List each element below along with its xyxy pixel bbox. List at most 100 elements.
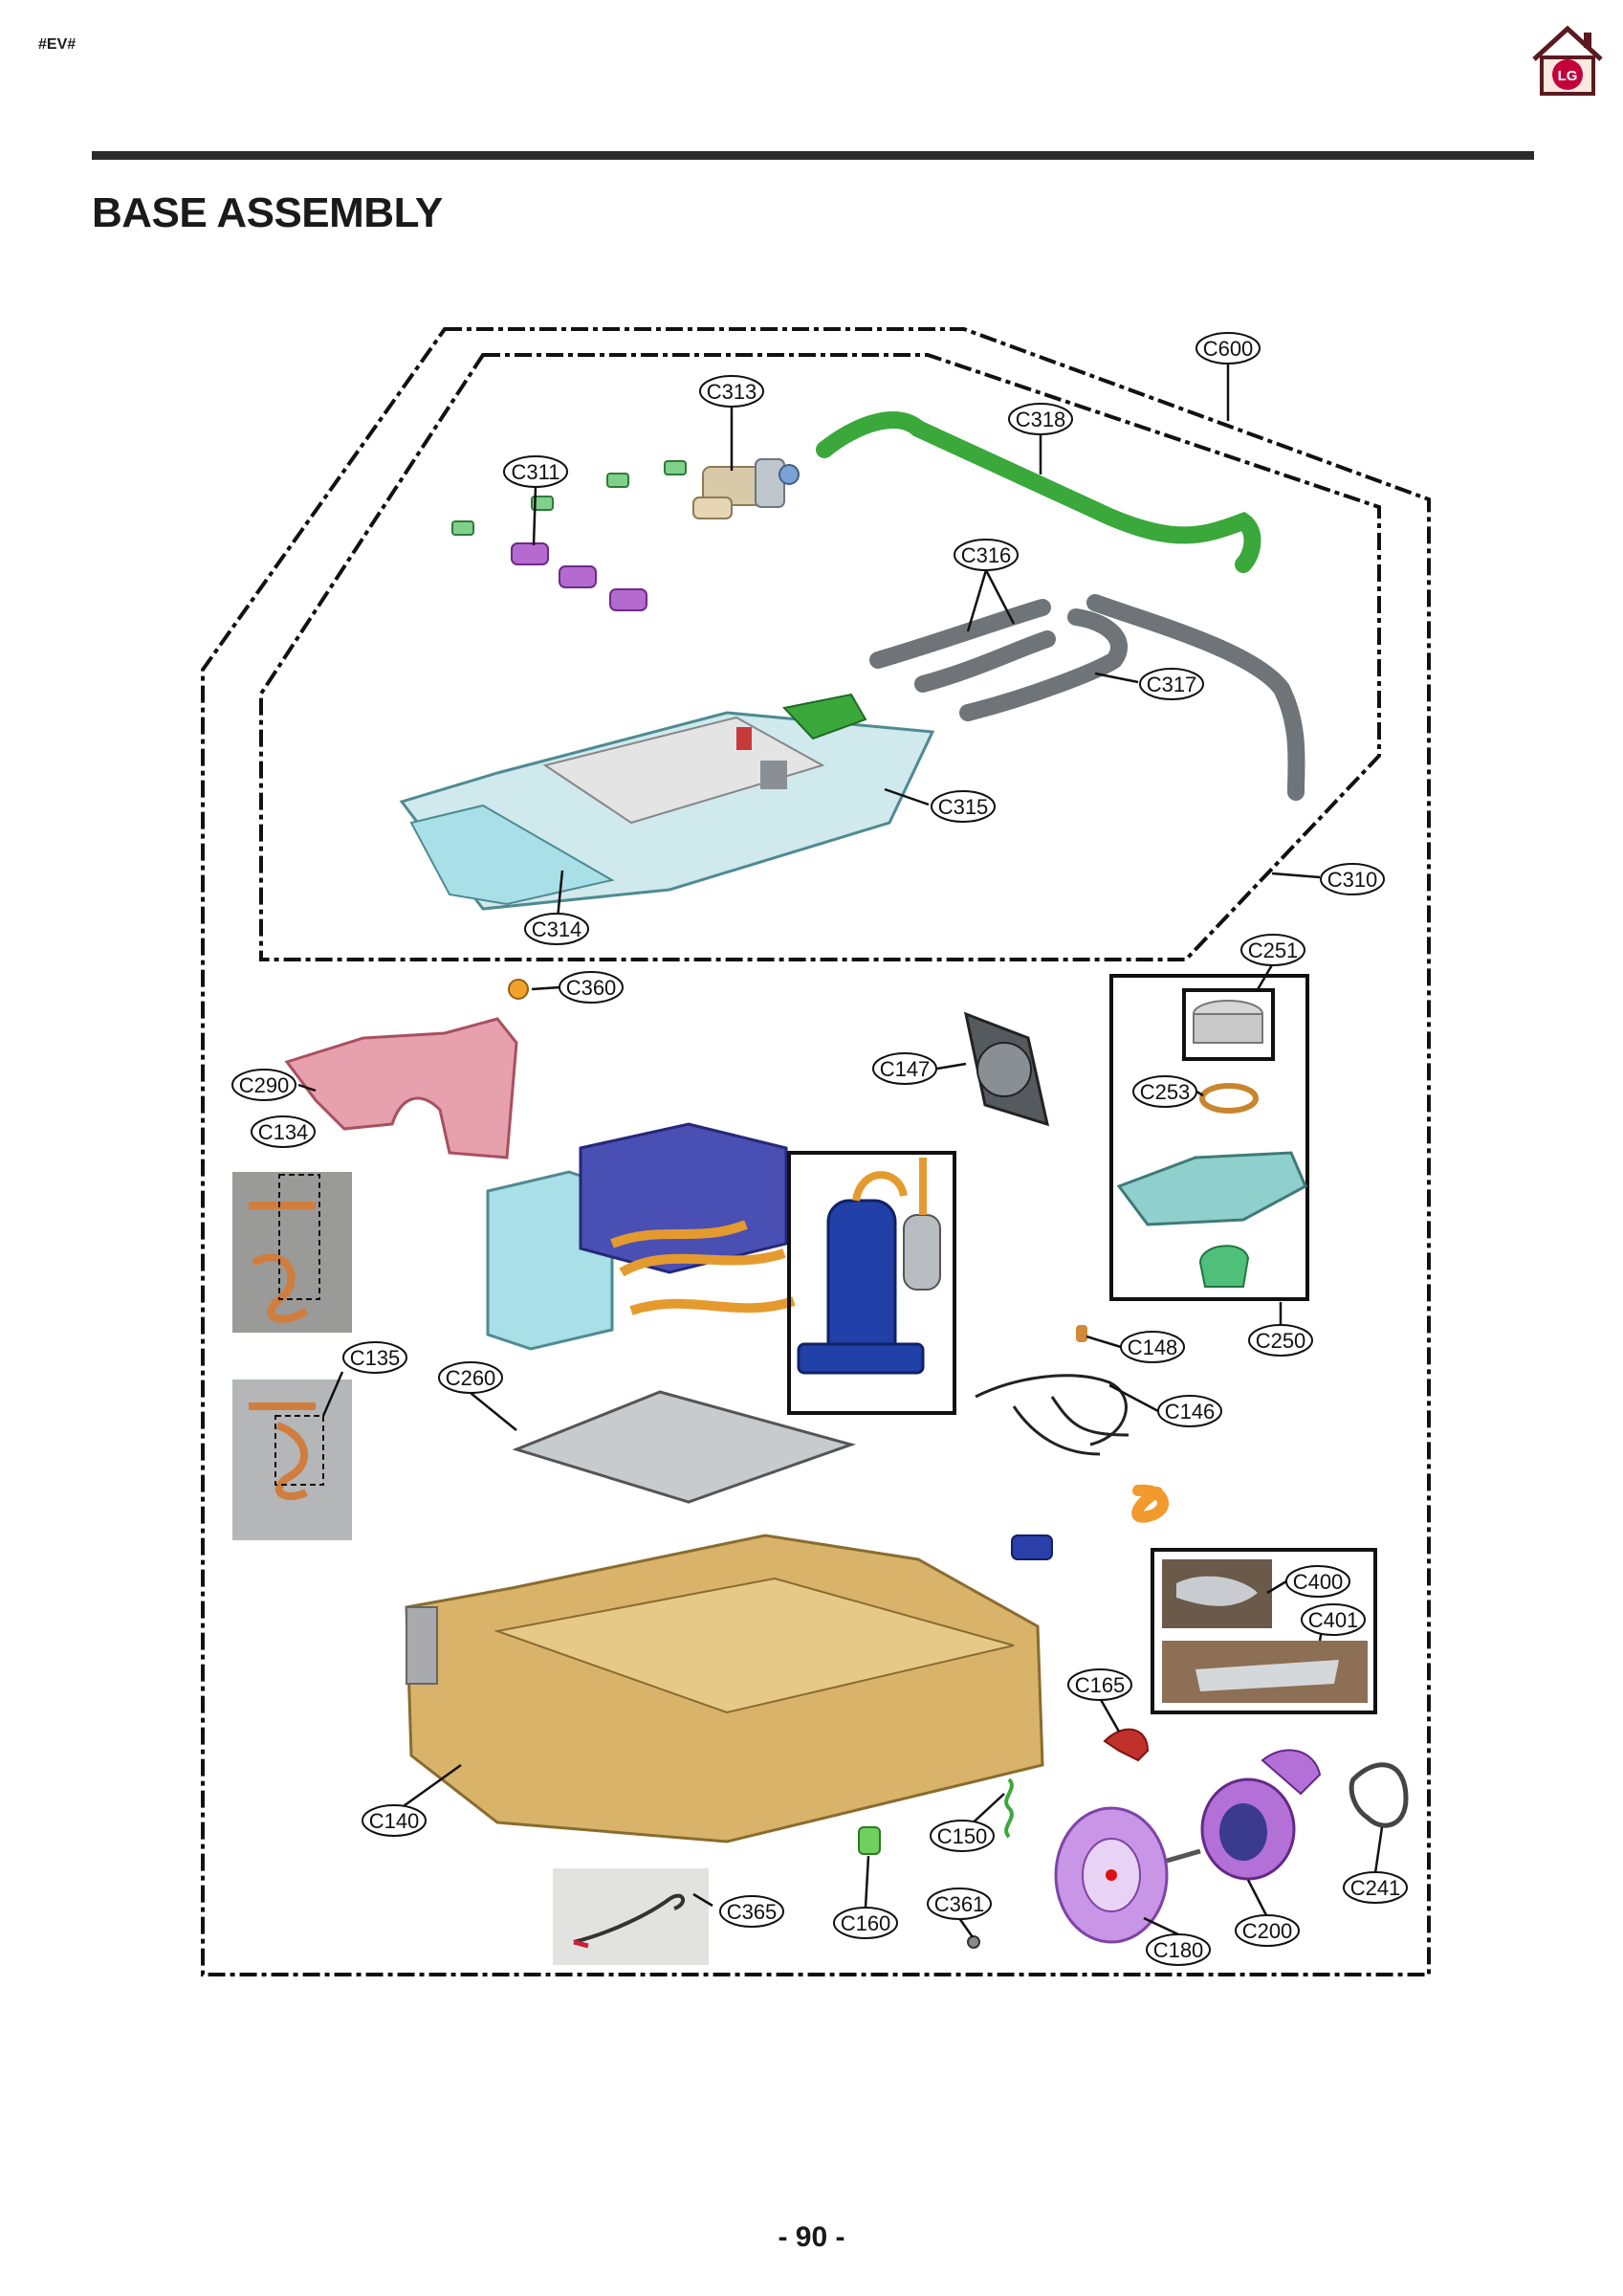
svg-text:C318: C318 [1016,408,1066,431]
upper-tray-frame [259,353,1381,961]
svg-text:C315: C315 [938,795,989,819]
callout-c316: C316 [954,539,1019,571]
pipe-photo-2 [232,1380,352,1540]
svg-text:C180: C180 [1153,1938,1204,1962]
callout-c165: C165 [1067,1668,1132,1701]
callout-c314: C314 [524,913,589,945]
blower-motor-part [1166,1749,1322,1881]
callout-c150: C150 [930,1820,995,1852]
callout-c148: C148 [1120,1331,1185,1363]
lg-logo-text: LG [1558,68,1578,84]
callout-c311: C311 [503,455,568,488]
base-pan-rail [406,1606,438,1685]
callout-c135: C135 [342,1341,407,1374]
callout-c290: C290 [231,1069,296,1101]
compressor-part [797,1158,941,1375]
svg-text:C360: C360 [566,976,617,1000]
svg-text:C311: C311 [512,460,560,484]
gaskets-part [451,460,687,536]
green-holder-part [858,1826,881,1855]
svg-text:C251: C251 [1248,938,1299,962]
page-number: - 90 - [778,2221,845,2253]
svg-text:C361: C361 [934,1892,985,1916]
callout-c400: C400 [1285,1565,1350,1598]
o-ring-part [1199,1083,1259,1114]
orange-elbow-part [1131,1484,1169,1523]
callout-c250: C250 [1248,1324,1313,1357]
callout-c147: C147 [872,1052,937,1085]
svg-text:C600: C600 [1203,337,1254,361]
svg-text:C365: C365 [727,1900,778,1924]
screw-cap-part [508,979,529,1000]
pump-group-box [1109,974,1309,1301]
callout-c253: C253 [1132,1075,1197,1108]
drain-valves-part [511,542,647,611]
svg-text:C146: C146 [1165,1400,1216,1424]
air-duct-part [284,1017,518,1159]
svg-text:C135: C135 [350,1346,401,1370]
pump-impeller-part [1198,1245,1250,1288]
callout-c200: C200 [1235,1914,1300,1947]
callout-c318: C318 [1008,403,1073,435]
svg-text:C150: C150 [937,1824,988,1848]
svg-text:C147: C147 [880,1057,931,1081]
sensor-cable-photo [553,1868,709,1965]
svg-text:C165: C165 [1075,1673,1126,1697]
callout-c241: C241 [1343,1871,1408,1904]
page-title: BASE ASSEMBLY [92,189,443,236]
svg-text:C200: C200 [1242,1919,1293,1943]
callout-c310: C310 [1320,863,1385,895]
callout-c600: C600 [1195,332,1261,364]
svg-text:C313: C313 [707,380,757,404]
callout-c251: C251 [1240,934,1305,966]
red-clip-part [1103,1728,1150,1762]
svg-text:C140: C140 [369,1809,420,1833]
pump-motor-part [1193,1000,1263,1044]
callout-c160: C160 [833,1907,898,1939]
svg-text:C241: C241 [1350,1876,1401,1900]
wiring-harness-part [975,1374,1130,1456]
water-valve-part [692,458,800,519]
callout-c313: C313 [699,375,764,408]
drain-plate-part [512,1390,857,1504]
insulation-pad-shape [1176,1576,1258,1606]
outer-assembly-frame [201,327,1431,1976]
svg-text:C401: C401 [1308,1608,1359,1632]
small-clip-part [1076,1325,1087,1342]
svg-text:C310: C310 [1327,868,1378,892]
svg-text:C400: C400 [1293,1570,1344,1594]
lg-home-logo: LG [1532,25,1603,96]
insulation-strip-shape [1195,1660,1339,1691]
svg-text:C253: C253 [1140,1080,1191,1104]
svg-text:C250: C250 [1256,1329,1306,1353]
spring-part [1004,1777,1014,1839]
cooling-fan-part [963,1011,1050,1127]
insulation-photo-box [1151,1548,1377,1714]
tray-bracket-part [782,693,867,740]
callout-c134: C134 [251,1115,316,1148]
callout-c140: C140 [362,1804,427,1837]
svg-text:C290: C290 [239,1073,290,1097]
pipe-photo-1 [232,1172,352,1333]
compressor-highlight-box [787,1151,956,1415]
svg-text:C317: C317 [1147,673,1197,696]
screw-part [967,1935,980,1949]
svg-text:C316: C316 [961,543,1012,567]
green-hose-part [816,411,1261,573]
callout-leaders [297,364,1384,1938]
document-code: #EV# [38,36,77,53]
header-rule [92,151,1534,160]
svg-text:C134: C134 [258,1120,309,1144]
callout-c180: C180 [1146,1933,1211,1966]
svg-text:C160: C160 [841,1911,891,1935]
inlet-valve-part [1011,1534,1053,1560]
callout-c315: C315 [931,790,996,823]
grey-hoses-part [869,599,1056,693]
base-pan-inner [493,1577,1015,1714]
callout-c365: C365 [719,1895,784,1928]
blower-wheel-part [1054,1806,1169,1944]
pump-motor-box [1182,988,1275,1061]
pump-housing-part [1116,1151,1307,1226]
callout-c317: C317 [1139,668,1204,700]
